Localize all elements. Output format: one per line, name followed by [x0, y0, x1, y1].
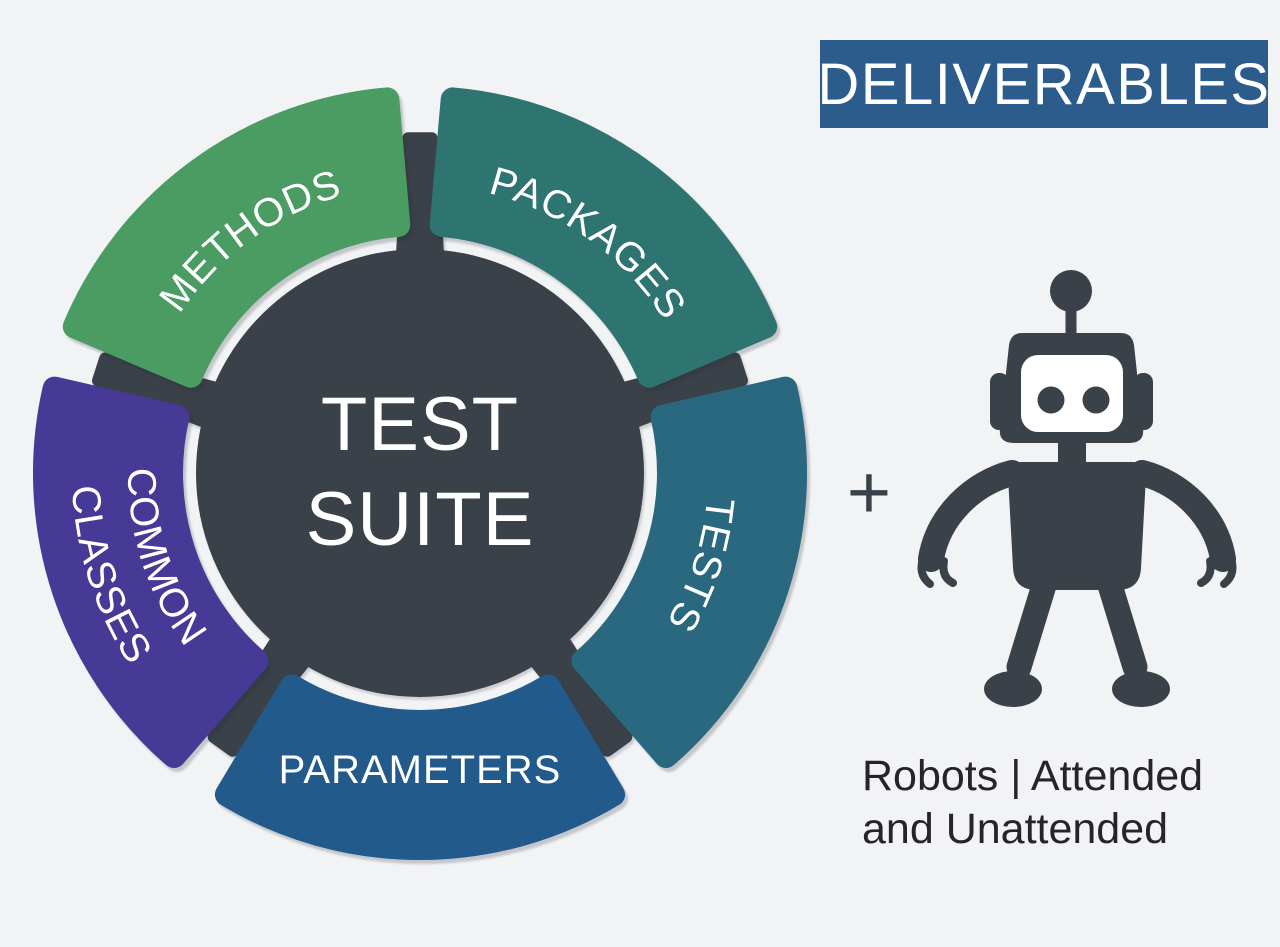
robot-finger-right-2	[1197, 557, 1215, 587]
robot-eye-right	[1082, 386, 1110, 414]
deliverables-title: DELIVERABLES	[817, 52, 1270, 117]
center-title-line2: SUITE	[306, 477, 535, 562]
segment-methods	[62, 87, 411, 388]
robot-eye-left	[1037, 386, 1065, 414]
plus-sign: +	[847, 450, 891, 535]
robot-ear-left	[990, 373, 1009, 430]
robot-ear-right	[1134, 373, 1153, 430]
robot-torso	[1008, 462, 1146, 590]
segment-methods-shape	[62, 87, 411, 388]
robot-arm-left	[918, 460, 1025, 572]
robot-foot-left	[984, 671, 1042, 707]
robot-neck	[1058, 441, 1086, 465]
wheel-segments	[33, 87, 807, 861]
deliverables-banner	[820, 40, 1268, 128]
robot-antenna-ball	[1050, 270, 1092, 312]
segment-packages-shape	[429, 87, 778, 388]
robot-icon	[917, 270, 1237, 707]
segment-tests	[571, 376, 807, 768]
segment-parameters-shape	[214, 674, 626, 861]
segment-common-classes-shape	[33, 376, 269, 768]
robot-arm-right	[1129, 460, 1236, 572]
center-title-line1: TEST	[321, 382, 519, 467]
robot-leg-right	[1096, 569, 1148, 680]
segment-common-classes	[33, 376, 269, 768]
segment-parameters	[214, 674, 626, 861]
robot-limbs	[917, 296, 1237, 680]
caption-line2: and Unattended	[862, 805, 1168, 853]
robot-finger-right-1	[1220, 552, 1237, 588]
hub-disc	[196, 249, 644, 697]
caption-line1: Robots | Attended	[862, 752, 1203, 800]
segment-tests-shape	[571, 376, 807, 768]
segment-packages	[429, 87, 778, 388]
segment-label-parameters: PARAMETERS	[279, 748, 562, 792]
robot-leg-left	[1006, 569, 1058, 680]
robot-finger-left-1	[917, 552, 934, 588]
robot-finger-left-2	[939, 557, 957, 587]
robot-foot-right	[1112, 671, 1170, 707]
